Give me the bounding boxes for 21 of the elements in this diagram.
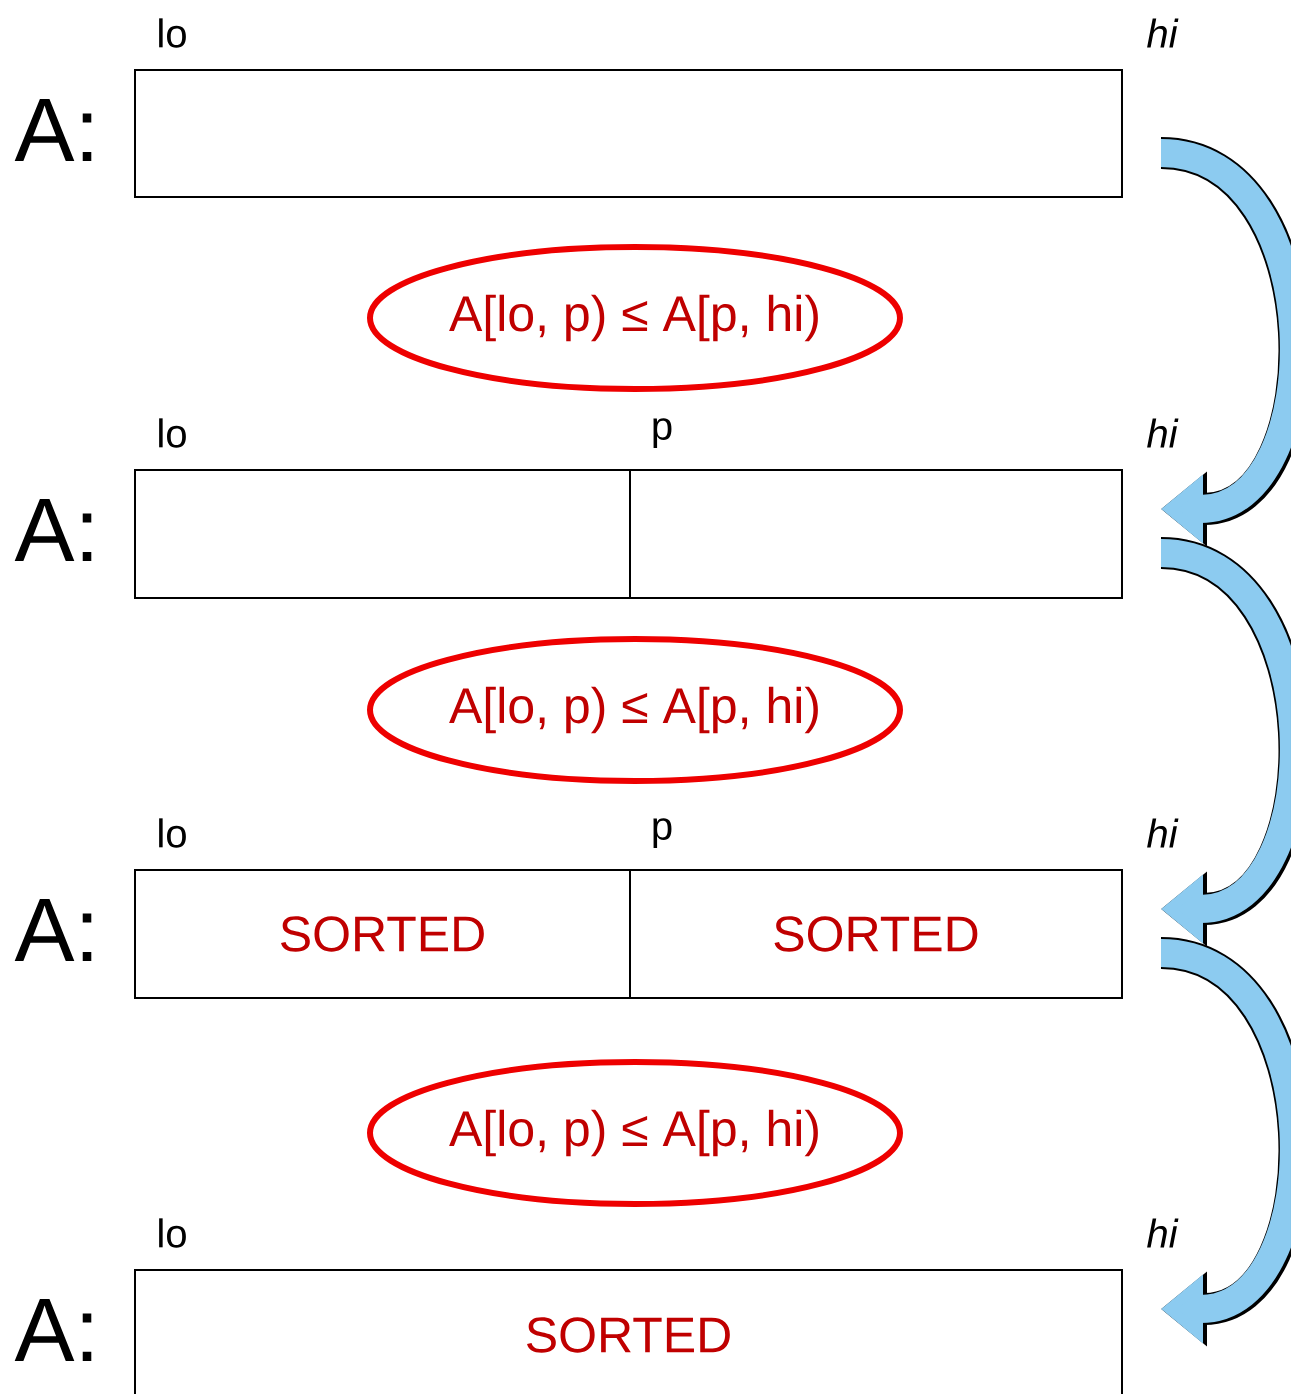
index-label: hi <box>1147 418 1179 448</box>
array-box: SORTED SORTED <box>134 869 1123 999</box>
index-label: hi <box>1147 818 1179 848</box>
index-label: hi <box>1147 18 1179 48</box>
index-label: lo <box>159 18 186 48</box>
index-label: lo <box>159 418 186 448</box>
index-label: p <box>653 418 672 448</box>
index-label: lo <box>159 1218 186 1248</box>
array-name: A: <box>14 899 92 961</box>
array-box: SORTED <box>134 1269 1123 1394</box>
index-label: hi <box>1147 1218 1179 1248</box>
index-label: lo <box>159 818 186 848</box>
curved-arrow <box>1158 937 1291 1347</box>
array-name: A: <box>14 99 92 161</box>
array-box <box>134 469 1123 599</box>
curved-arrow <box>1158 137 1291 547</box>
array-box <box>134 69 1123 198</box>
array-name: A: <box>14 499 92 561</box>
curved-arrow <box>1158 537 1291 947</box>
index-label: p <box>653 818 672 848</box>
array-name: A: <box>14 1299 92 1361</box>
